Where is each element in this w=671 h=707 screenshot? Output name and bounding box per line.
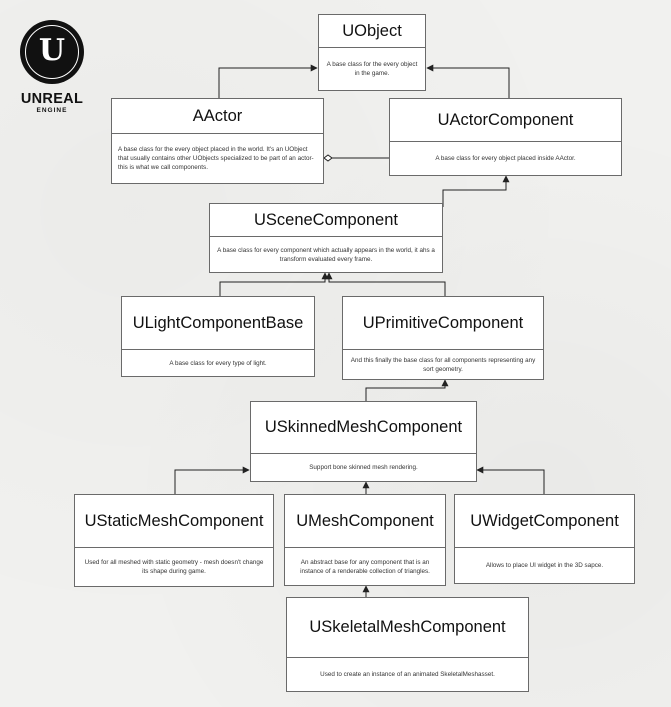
class-title: UWidgetComponent bbox=[455, 495, 634, 548]
edge-uscenecomponent-uactorcomponent bbox=[442, 175, 510, 207]
class-description: An abstract base for any component that … bbox=[300, 558, 430, 575]
class-title: USceneComponent bbox=[210, 204, 442, 237]
class-aactor: AActor A base class for the every object… bbox=[111, 98, 324, 184]
edge-uwidget-uskinned bbox=[476, 466, 545, 494]
class-description: A base class for every type of light. bbox=[169, 359, 267, 367]
class-uskinnedmeshcomponent: USkinnedMeshComponent Support bone skinn… bbox=[250, 401, 477, 482]
class-ustaticmeshcomponent: UStaticMeshComponent Used for all meshed… bbox=[74, 494, 274, 587]
class-title: UObject bbox=[319, 15, 425, 48]
logo-wordmark: UNREAL bbox=[20, 91, 84, 107]
unreal-engine-logo: U UNREAL ENGINE bbox=[6, 20, 98, 114]
class-title: UActorComponent bbox=[390, 99, 621, 142]
class-title: UStaticMeshComponent bbox=[75, 495, 273, 548]
class-description: Support bone skinned mesh rendering. bbox=[309, 464, 418, 471]
class-title: AActor bbox=[112, 99, 323, 134]
class-title: UMeshComponent bbox=[285, 495, 445, 548]
edge-ulight-uscene bbox=[219, 272, 329, 296]
class-title: USkeletalMeshComponent bbox=[287, 598, 528, 658]
class-description: Allows to place UI widget in the 3D sapc… bbox=[485, 562, 604, 569]
class-description: A base class for the every object placed… bbox=[118, 146, 314, 171]
class-umeshcomponent: UMeshComponent An abstract base for any … bbox=[284, 494, 446, 586]
class-title: ULightComponentBase bbox=[122, 297, 314, 350]
edge-uactorcomponent-uobject bbox=[426, 64, 510, 98]
class-description: A base class for every object placed ins… bbox=[435, 155, 576, 162]
aggregation-diamond bbox=[323, 154, 333, 162]
class-description: And this finally the base class for all … bbox=[350, 356, 536, 373]
class-uprimitivecomponent: UPrimitiveComponent And this finally the… bbox=[342, 296, 544, 380]
edge-ustatic-uskinned bbox=[174, 466, 250, 494]
class-description: A base class for every component which a… bbox=[217, 246, 435, 263]
class-description: Used for all meshed with static geometry… bbox=[84, 559, 264, 575]
class-description: A base class for the every object in the… bbox=[326, 61, 418, 77]
class-uactorcomponent: UActorComponent A base class for every o… bbox=[389, 98, 622, 176]
class-title: UPrimitiveComponent bbox=[343, 297, 543, 350]
logo-subwordmark: ENGINE bbox=[36, 107, 68, 114]
class-uobject: UObject A base class for the every objec… bbox=[318, 14, 426, 91]
class-uskeletalmeshcomponent: USkeletalMeshComponent Used to create an… bbox=[286, 597, 529, 692]
class-uscenecomponent: USceneComponent A base class for every c… bbox=[209, 203, 443, 273]
edge-uprimitive-uscene bbox=[325, 272, 446, 296]
class-description: Used to create an instance of an animate… bbox=[320, 671, 495, 678]
unreal-logo-icon: U bbox=[20, 20, 84, 84]
edge-aactor-uobject bbox=[218, 64, 318, 98]
class-title: USkinnedMeshComponent bbox=[251, 402, 476, 454]
class-uwidgetcomponent: UWidgetComponent Allows to place UI widg… bbox=[454, 494, 635, 584]
class-ulightcomponentbase: ULightComponentBase A base class for eve… bbox=[121, 296, 315, 377]
edge-uskinned-uprimitive bbox=[365, 379, 449, 401]
